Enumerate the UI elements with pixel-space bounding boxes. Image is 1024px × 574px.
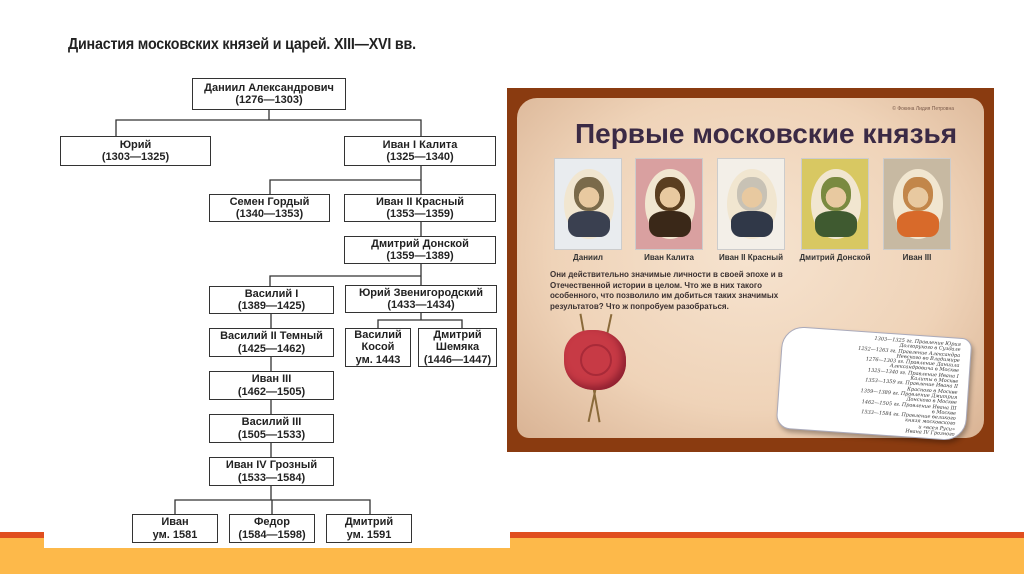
node-name: Иван III: [251, 373, 292, 385]
tree-node: Василий II Темный(1425—1462): [209, 328, 334, 357]
node-years: (1505—1533): [237, 428, 306, 441]
node-name: Юрий: [119, 138, 152, 151]
node-name: Василий II Темный: [220, 330, 323, 342]
node-years: ум. 1591: [346, 528, 392, 541]
node-years: (1353—1359): [386, 208, 454, 220]
portrait-image: [635, 158, 703, 250]
tree-node: Юрий Звенигородский(1433—1434): [345, 285, 497, 313]
wax-seal-image: [564, 330, 626, 390]
node-name: Иван I Калита: [382, 138, 458, 151]
node-name: Дмитрий: [433, 328, 482, 341]
node-years: (1446—1447): [423, 353, 492, 366]
node-name: Семен Гордый: [229, 195, 310, 208]
node-name: Даниил Александрович: [204, 81, 334, 94]
node-name2: Шемяка: [435, 341, 480, 354]
portrait-caption: Иван II Красный: [719, 253, 783, 262]
node-years: ум. 1443: [355, 353, 401, 366]
node-name: Иван IV Грозный: [225, 459, 318, 471]
tree-node: Дмитрий Донской(1359—1389): [344, 236, 496, 264]
tree-node: Иван II Красный(1353—1359): [344, 194, 496, 222]
node-years: ум. 1581: [152, 528, 198, 541]
node-name: Иван: [161, 516, 189, 528]
node-name: Дмитрий: [344, 516, 394, 528]
tree-connectors: [115, 110, 463, 514]
node-years: (1462—1505): [237, 385, 306, 398]
tree-node: Федор(1584—1598): [229, 514, 315, 543]
node-years: (1325—1340): [386, 151, 454, 163]
intro-paragraph: Они действительно значимые личности в св…: [550, 270, 783, 311]
node-years: (1433—1434): [387, 299, 455, 311]
portrait-image: [801, 158, 869, 250]
tree-node: Даниил Александрович(1276—1303): [192, 78, 346, 110]
node-name: Василий I: [244, 287, 299, 300]
portrait-image: [554, 158, 622, 250]
node-name2: Косой: [361, 341, 395, 354]
node-name: Федор: [254, 516, 290, 528]
node-years: (1340—1353): [235, 208, 304, 220]
credit-text: © Фокина Лидия Петровна: [892, 106, 954, 112]
portrait-image: [883, 158, 951, 250]
portrait-image: [717, 158, 785, 250]
node-years: (1359—1389): [386, 250, 454, 262]
node-years: (1389—1425): [237, 300, 306, 312]
tree-node: Василий I(1389—1425): [209, 286, 334, 314]
tree-node: Иван IV Грозный(1533—1584): [209, 457, 334, 486]
node-name: Дмитрий Донской: [371, 237, 469, 250]
node-name: Юрий Звенигородский: [358, 286, 484, 299]
portrait-caption: Иван III: [902, 253, 932, 262]
node-years: (1425—1462): [237, 342, 306, 355]
parchment-background: © Фокина Лидия Петровна Первые московски…: [517, 98, 984, 442]
node-years: (1303—1325): [101, 151, 170, 163]
slide-title: Первые московские князья: [575, 118, 958, 149]
tree-node: Юрий(1303—1325): [60, 136, 211, 166]
portrait-caption: Иван Калита: [644, 253, 694, 262]
portrait-caption: Даниил: [573, 253, 603, 262]
first-moscow-princes-slide: © Фокина Лидия Петровна Первые московски…: [507, 88, 994, 452]
node-name: Василий III: [241, 416, 302, 428]
node-name: Иван II Красный: [376, 195, 464, 208]
tree-node: Василий III(1505—1533): [209, 414, 334, 443]
tree-title: Династия московских князей и царей. XIII…: [68, 36, 416, 53]
tree-node: Семен Гордый(1340—1353): [209, 194, 330, 222]
portrait-caption: Дмитрий Донской: [799, 253, 871, 262]
dynasty-tree-panel: Династия московских князей и царей. XIII…: [44, 20, 510, 548]
node-years: (1584—1598): [238, 528, 306, 541]
tree-node: Иван III(1462—1505): [209, 371, 334, 400]
node-years: (1533—1584): [237, 471, 306, 484]
accent-stripe-red: [0, 532, 1024, 538]
node-years: (1276—1303): [235, 94, 303, 106]
tree-node: Иван I Калита(1325—1340): [344, 136, 496, 166]
node-name: Василий: [354, 328, 402, 341]
